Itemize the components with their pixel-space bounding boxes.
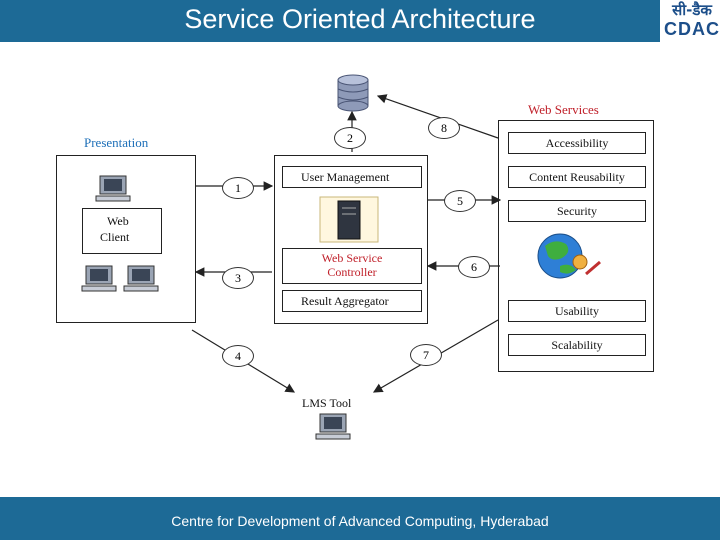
content-reusability-box: Content Reusability — [508, 166, 646, 188]
step-circle-5: 5 — [444, 190, 476, 212]
header-bar: Service Oriented Architecture सी-डैक CDA… — [0, 0, 720, 42]
computer-icon — [315, 413, 351, 440]
usability-label: Usability — [555, 304, 599, 318]
web-client-line-2: Client — [100, 230, 130, 244]
cdac-logo: सी-डैक CDAC — [664, 0, 720, 42]
footer-bar: Centre for Development of Advanced Compu… — [0, 497, 720, 540]
web-client-box: Web Client — [82, 208, 162, 254]
user-management-box: User Management — [282, 166, 422, 188]
title-band — [0, 0, 660, 42]
accessibility-label: Accessibility — [545, 136, 609, 150]
computer-icon — [123, 265, 159, 292]
web-services-box — [498, 120, 654, 372]
web-client-line-1: Web — [107, 214, 129, 228]
web-services-label: Web Services — [528, 102, 599, 117]
step-circle-2: 2 — [334, 127, 366, 149]
step-circle-7: 7 — [410, 344, 442, 366]
scalability-label: Scalability — [551, 338, 603, 352]
security-box: Security — [508, 200, 646, 222]
controller-line-1: Web Service — [321, 251, 383, 265]
scalability-box: Scalability — [508, 334, 646, 356]
step-circle-3: 3 — [222, 267, 254, 289]
globe-icon — [537, 233, 601, 279]
step-circle-6: 6 — [458, 256, 490, 278]
user-management-label: User Management — [301, 170, 390, 184]
controller-line-2: Controller — [327, 265, 377, 279]
computer-icon — [95, 175, 131, 202]
usability-box: Usability — [508, 300, 646, 322]
computer-icon — [81, 265, 117, 292]
step-circle-8: 8 — [428, 117, 460, 139]
security-label: Security — [557, 204, 597, 218]
web-service-controller-box: Web Service Controller — [282, 248, 422, 284]
logo-hindi-text: सी-डैक — [672, 1, 712, 19]
lms-tool-label: LMS Tool — [302, 396, 352, 410]
controller-container — [274, 155, 428, 324]
step-circle-4: 4 — [222, 345, 254, 367]
footer-text: Centre for Development of Advanced Compu… — [171, 513, 549, 529]
database-icon — [337, 74, 369, 112]
presentation-box — [56, 155, 196, 323]
step-circle-1: 1 — [222, 177, 254, 199]
logo-english-text: CDAC — [664, 19, 720, 39]
content-reusability-label: Content Reusability — [529, 170, 625, 184]
server-icon — [319, 196, 379, 243]
result-aggregator-label: Result Aggregator — [301, 294, 389, 308]
result-aggregator-box: Result Aggregator — [282, 290, 422, 312]
presentation-label: Presentation — [84, 135, 149, 150]
slide-title: Service Oriented Architecture — [184, 4, 536, 34]
accessibility-box: Accessibility — [508, 132, 646, 154]
